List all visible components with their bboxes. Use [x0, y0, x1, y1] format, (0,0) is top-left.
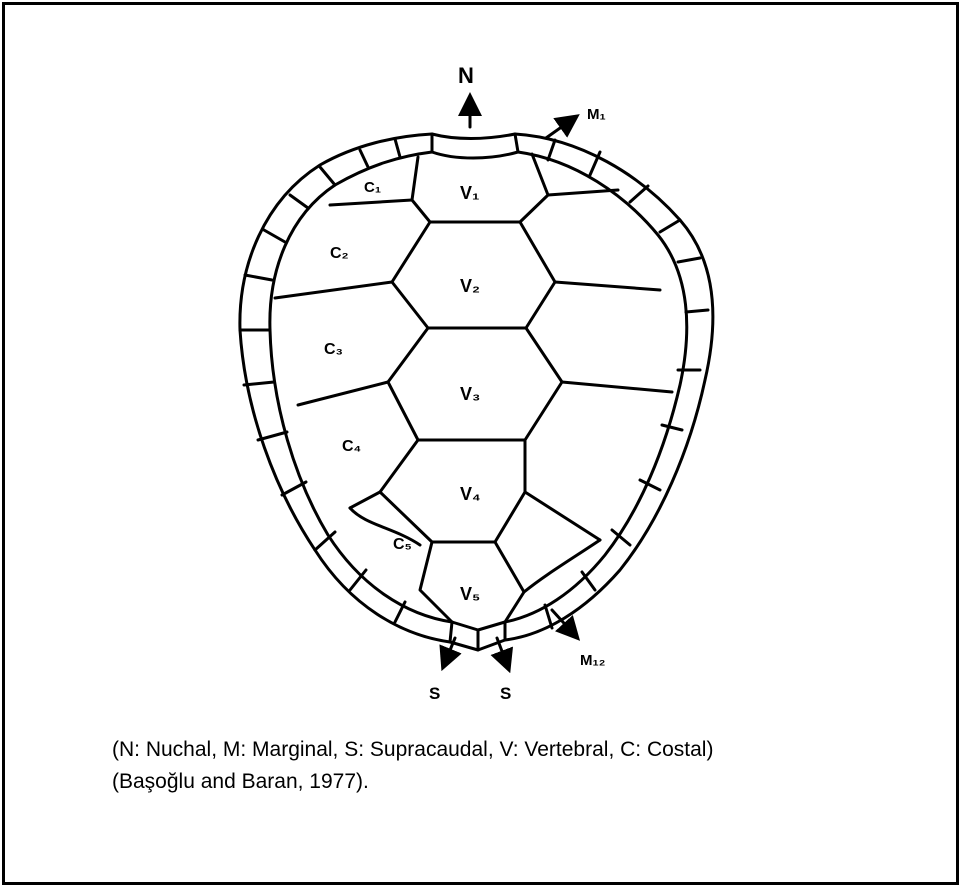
label-c5: C₅ [393, 536, 412, 553]
label-v1: V₁ [460, 183, 479, 203]
label-supracaudal-left: S [429, 684, 440, 703]
label-v2: V₂ [460, 276, 480, 296]
label-m12: M₁₂ [580, 652, 605, 669]
caption-line-1: (N: Nuchal, M: Marginal, S: Supracaudal,… [112, 734, 932, 766]
m12-arrow [552, 610, 572, 632]
m1-arrow [546, 121, 570, 138]
label-c3: C₃ [324, 341, 343, 358]
label-nuchal: N [458, 63, 474, 88]
label-c4: C₄ [342, 438, 361, 455]
figure-caption: (N: Nuchal, M: Marginal, S: Supracaudal,… [112, 734, 932, 798]
label-v4: V₄ [460, 484, 481, 504]
label-c1: C₁ [364, 179, 381, 196]
label-c2: C₂ [330, 245, 349, 262]
label-v3: V₃ [460, 384, 480, 404]
label-v5: V₅ [460, 584, 480, 604]
label-supracaudal-right: S [500, 684, 511, 703]
label-m1: M₁ [587, 106, 606, 123]
caption-line-2: (Başoğlu and Baran, 1977). [112, 766, 932, 798]
